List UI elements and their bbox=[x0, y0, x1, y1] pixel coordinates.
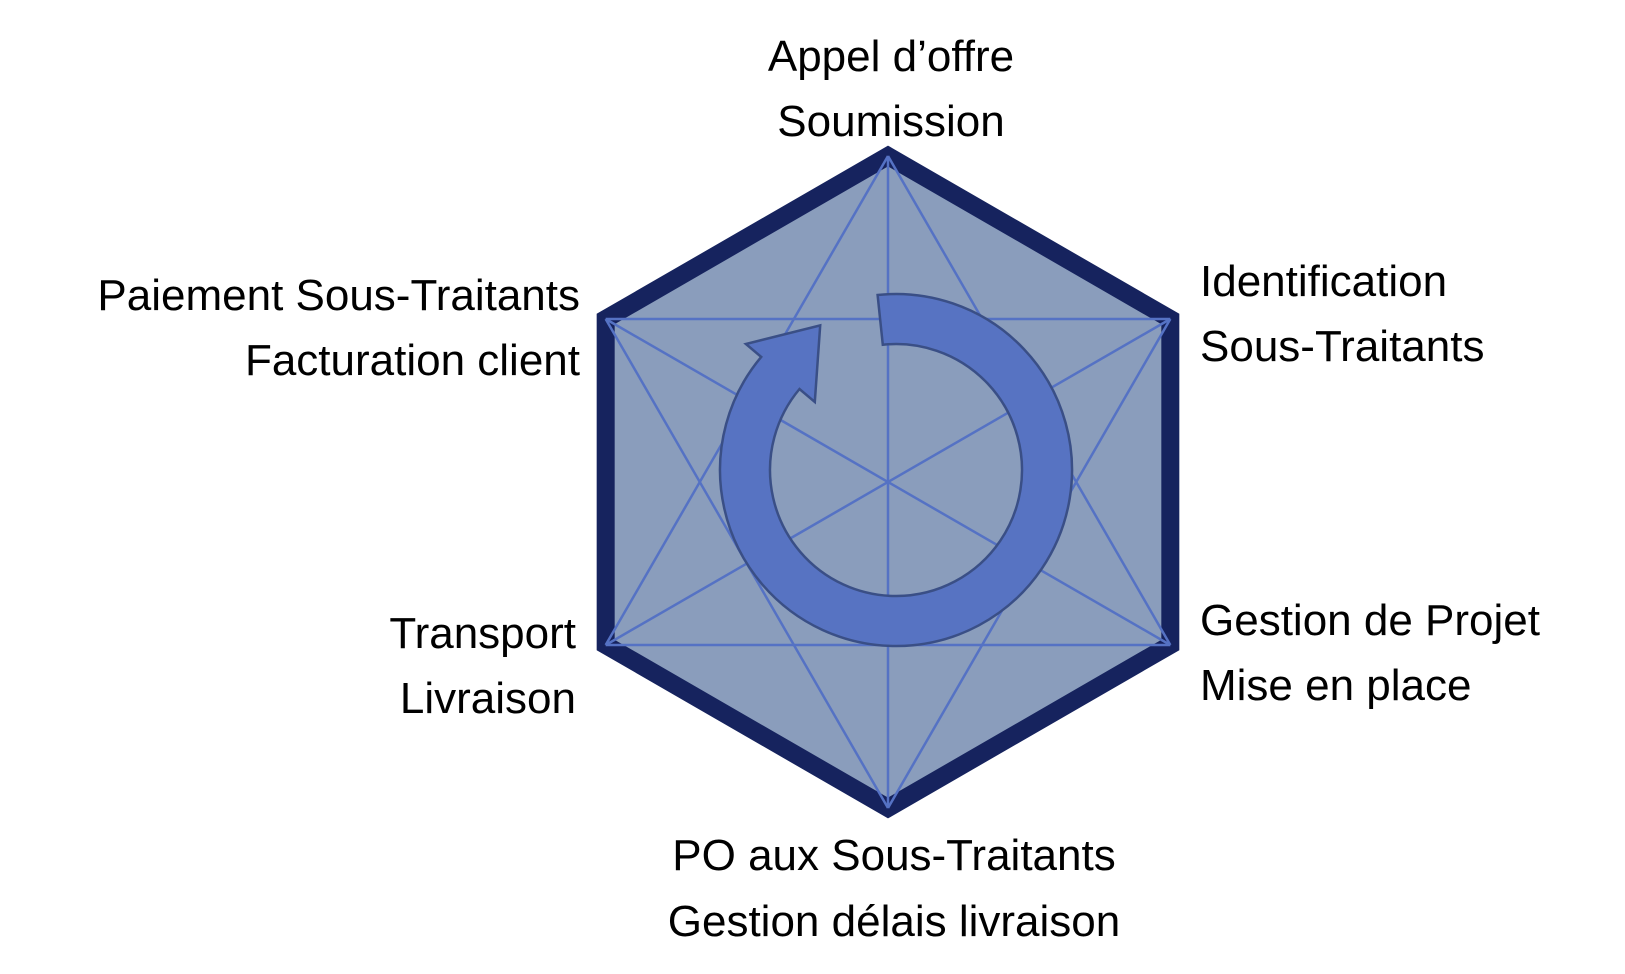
step-label-soumission: Soumission bbox=[777, 97, 1004, 146]
step-label-livraison: Livraison bbox=[400, 674, 576, 723]
cycle-arrow-icon bbox=[718, 292, 1074, 648]
step-label-sous-traitants: Sous-Traitants bbox=[1200, 322, 1484, 371]
diagonal-line bbox=[605, 317, 1171, 647]
step-label-po-sous-traitants: PO aux Sous-Traitants bbox=[672, 831, 1115, 880]
step-label-appel-offre: Appel d’offre bbox=[768, 32, 1014, 81]
step-label-gestion-projet: Gestion de Projet bbox=[1200, 596, 1540, 645]
step-label-identification: Identification bbox=[1200, 257, 1447, 306]
step-label-gestion-delais: Gestion délais livraison bbox=[668, 897, 1120, 946]
step-label-facturation: Facturation client bbox=[245, 336, 580, 385]
step-label-mise-en-place: Mise en place bbox=[1200, 661, 1471, 710]
step-label-transport: Transport bbox=[389, 609, 576, 658]
step-label-paiement: Paiement Sous-Traitants bbox=[97, 271, 580, 320]
